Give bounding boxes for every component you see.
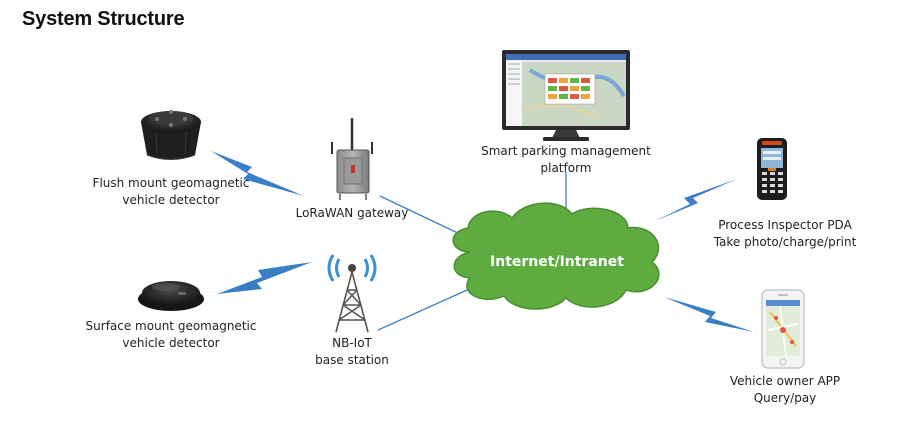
cloud-label: Internet/Intranet	[490, 254, 624, 270]
page-title: System Structure	[22, 8, 185, 30]
platform-label: Smart parking management platform	[481, 143, 651, 177]
lorawan-gateway-label-line1: LoRaWAN gateway	[295, 206, 409, 220]
nbiot-station-label-line1: NB-IoT	[332, 336, 372, 350]
app-label-line2: Query/pay	[753, 391, 817, 405]
smartphone-icon	[761, 289, 805, 369]
nbiot-station-label: NB-IoT base station	[300, 335, 404, 369]
surface-detector-icon	[138, 281, 204, 311]
flush-detector-label: Flush mount geomagnetic vehicle detector	[90, 175, 252, 209]
surface-detector-label-line2: vehicle detector	[122, 336, 220, 350]
link-gateway-cloud	[379, 195, 463, 236]
pda-label: Process Inspector PDA Take photo/charge/…	[705, 217, 865, 251]
lorawan-gateway-label: LoRaWAN gateway	[292, 205, 412, 222]
nbiot-tower-icon	[327, 254, 377, 333]
wireless-link-cloud-pda	[655, 179, 737, 221]
flush-detector-label-line2: vehicle detector	[122, 193, 220, 207]
pda-label-line1: Process Inspector PDA	[718, 218, 852, 232]
wireless-links	[211, 151, 754, 332]
pda-label-line2: Take photo/charge/print	[713, 235, 857, 249]
lorawan-gateway-icon	[331, 118, 373, 200]
platform-label-line2: platform	[540, 161, 592, 175]
link-nbiot-cloud	[377, 285, 477, 331]
flush-detector-icon	[141, 110, 201, 160]
pda-device-icon	[757, 138, 787, 200]
internet-cloud: Internet/Intranet	[452, 202, 660, 310]
surface-detector-label: Surface mount geomagnetic vehicle detect…	[84, 318, 258, 352]
wireless-link-flush-gateway	[211, 151, 304, 196]
flush-detector-label-line1: Flush mount geomagnetic	[92, 176, 250, 190]
wireless-link-surface-nbiot	[217, 262, 312, 294]
app-label-line1: Vehicle owner APP	[729, 374, 841, 388]
platform-monitor-icon	[502, 50, 630, 141]
wireless-link-cloud-app	[664, 297, 754, 332]
nbiot-station-label-line2: base station	[315, 353, 389, 367]
surface-detector-label-line1: Surface mount geomagnetic	[85, 319, 257, 333]
app-label: Vehicle owner APP Query/pay	[715, 373, 855, 407]
platform-label-line1: Smart parking management	[481, 144, 651, 158]
